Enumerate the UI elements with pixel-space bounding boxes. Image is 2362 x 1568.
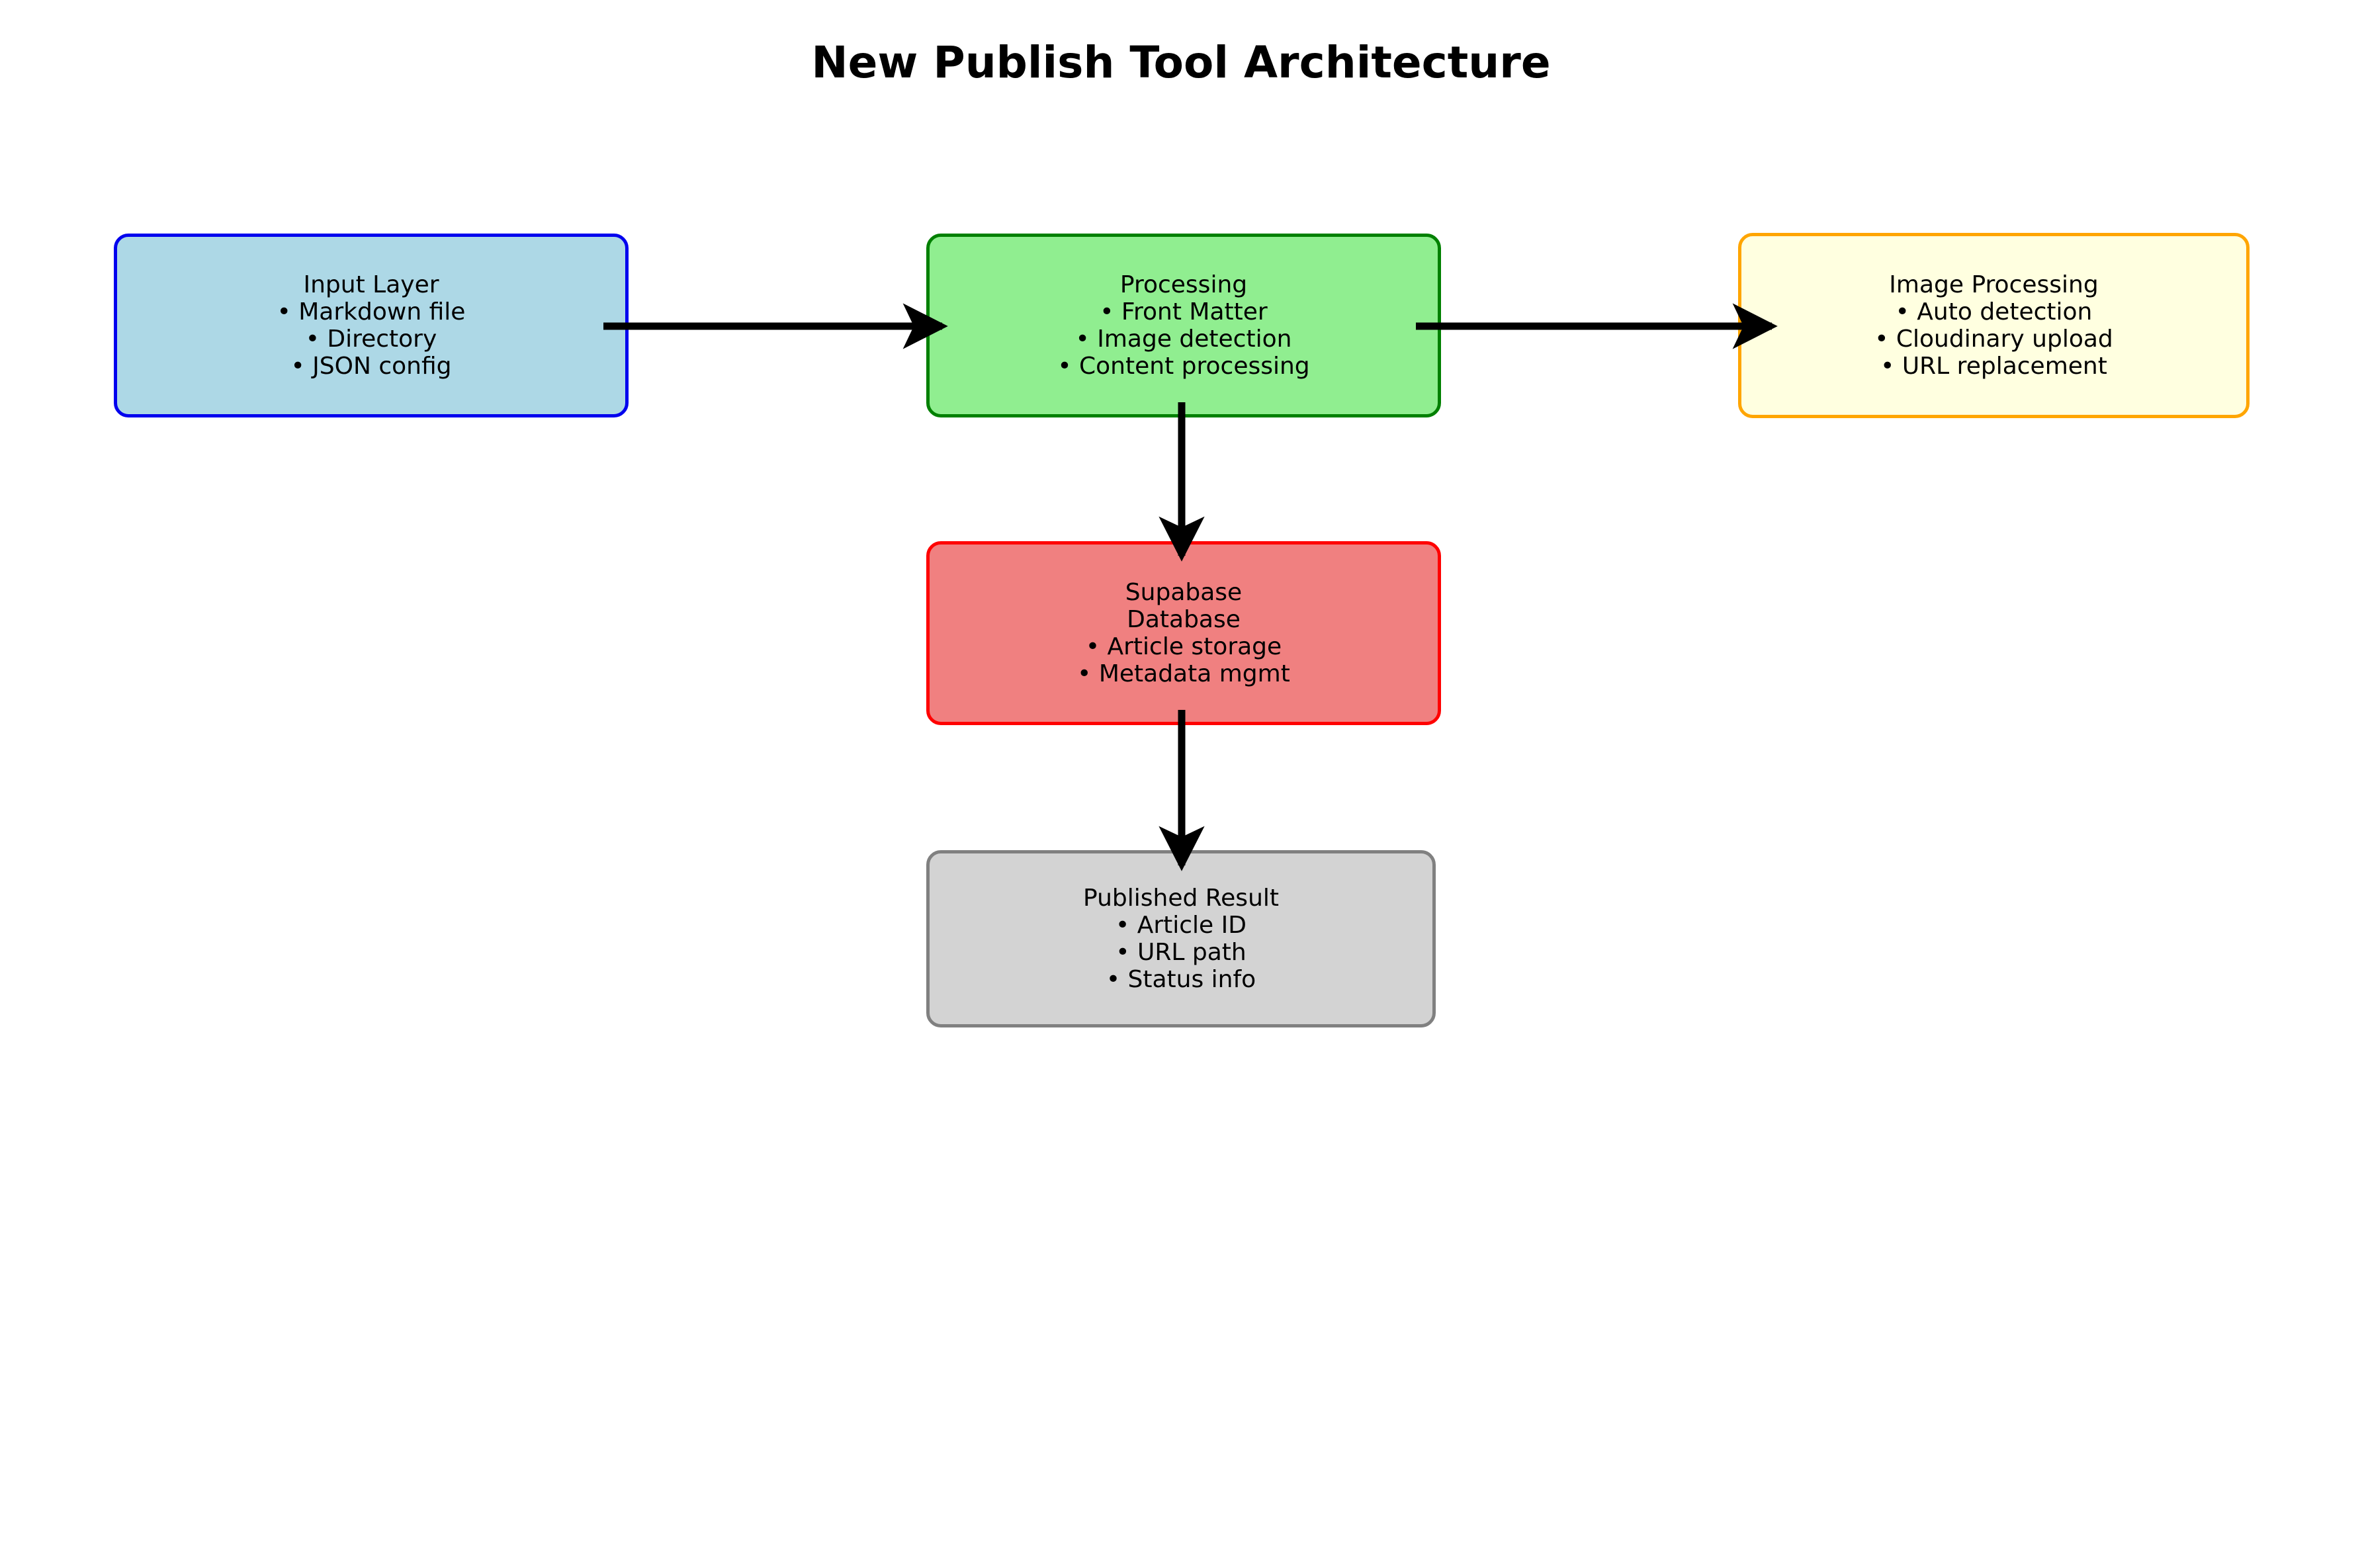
- node-heading: Image Processing: [1889, 271, 2099, 298]
- node-image-processing[interactable]: Image Processing • Auto detection • Clou…: [1738, 233, 2250, 418]
- node-bullet-item: • Image detection: [1075, 326, 1292, 353]
- node-bullet-item: • Status info: [1106, 966, 1256, 993]
- node-bullet-item: • URL path: [1115, 939, 1247, 966]
- node-bullet-item: • Metadata mgmt: [1077, 660, 1290, 687]
- node-bullet-item: • JSON config: [290, 353, 452, 380]
- node-published-result[interactable]: Published Result • Article ID • URL path…: [926, 850, 1436, 1027]
- node-heading: Published Result: [1083, 885, 1279, 912]
- node-input-layer[interactable]: Input Layer • Markdown file • Directory …: [114, 234, 629, 417]
- node-bullet-item: • Cloudinary upload: [1874, 326, 2113, 353]
- node-supabase-database[interactable]: Supabase Database • Article storage • Me…: [926, 541, 1441, 725]
- node-heading: Input Layer: [303, 271, 439, 298]
- node-bullet-item: • Article storage: [1085, 633, 1282, 660]
- node-subheading: Database: [1127, 606, 1241, 633]
- node-bullet-item: • Front Matter: [1100, 298, 1268, 326]
- node-heading: Processing: [1119, 271, 1248, 298]
- node-bullet-item: • Article ID: [1115, 912, 1247, 939]
- node-heading: Supabase: [1125, 579, 1243, 606]
- node-bullet-item: • Content processing: [1057, 353, 1310, 380]
- node-bullet-item: • Markdown file: [277, 298, 466, 326]
- node-bullet-item: • URL replacement: [1880, 353, 2107, 380]
- node-bullet-item: • Directory: [305, 326, 437, 353]
- page-title: New Publish Tool Architecture: [811, 37, 1551, 88]
- node-bullet-item: • Auto detection: [1895, 298, 2093, 326]
- node-processing[interactable]: Processing • Front Matter • Image detect…: [926, 234, 1441, 417]
